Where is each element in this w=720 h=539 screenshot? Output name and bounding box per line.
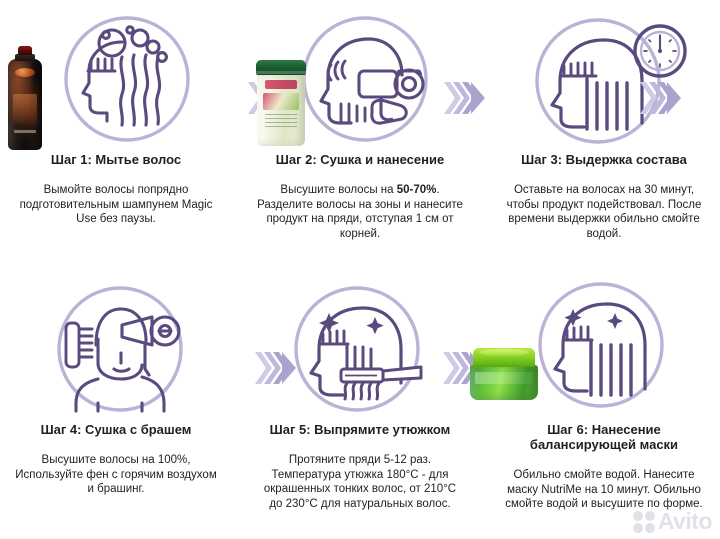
step-2-illustration [244, 8, 476, 150]
plain-text: . Разделите волосы на зоны и нанесите пр… [257, 184, 463, 240]
person-front-icon [74, 307, 166, 413]
bottle-cap [18, 46, 32, 55]
step-6-title-line-1: Шаг 6: Нанесение [547, 422, 661, 437]
bottle-logo [15, 68, 35, 77]
comb-teeth-icon [318, 329, 350, 346]
avito-watermark: Avito [632, 508, 713, 534]
step-card-4: Шаг 4: Сушка с брашем Высушите волосы на… [0, 278, 232, 497]
processing-time-icon [535, 18, 687, 144]
emphasis-text: 50-70% [396, 184, 437, 196]
flat-iron-tool-icon [339, 365, 423, 384]
straight-hair-icon [589, 339, 633, 397]
step-6-illustration [470, 278, 720, 420]
round-brush-icon [64, 321, 94, 369]
step-1-body: Вымойте волосы попрядно подготовительным… [19, 184, 213, 225]
step-2-body: Высушите волосы на 50-70%. Разделите вол… [256, 183, 464, 241]
mask-jar-lid-top [479, 349, 529, 356]
step-6-body: Обильно смойте водой. Нанесите маску Nut… [505, 469, 703, 510]
hairdryer-icon [120, 315, 181, 377]
circle-frame-icon [57, 286, 183, 412]
step-card-1: Шаг 1: Мытье волос Вымойте волосы попряд… [0, 8, 232, 227]
jar-label-lines [265, 114, 297, 128]
apply-mask-icon [538, 282, 664, 408]
steps-row-bottom: Шаг 4: Сушка с брашем Высушите волосы на… [0, 278, 720, 512]
step-card-5: Шаг 5: Выпрямите утюжком Протяните пряди… [244, 278, 476, 511]
step-3-title: Шаг 3: Выдержка состава [521, 152, 687, 167]
jar-brand-mark [265, 80, 297, 89]
wavy-hair-icon [119, 53, 162, 127]
circle-frame-icon [64, 16, 190, 142]
head-profile-icon [553, 302, 647, 393]
jar-lid [256, 60, 306, 75]
mask-jar-label [475, 372, 533, 384]
hand-icon [370, 98, 408, 125]
step-6-title-line-2: балансирующей маски [529, 437, 679, 452]
jar-lid-line [256, 71, 306, 74]
step-6-title: Шаг 6: Нанесение балансирующей маски [499, 422, 709, 452]
product-mask-jar [470, 348, 538, 400]
steps-row-top: Шаг 1: Мытье волос Вымойте волосы попряд… [0, 8, 720, 241]
head-profile-icon [319, 37, 404, 125]
clock-timer-icon [633, 24, 687, 78]
step-5-body: Протяните пряди 5-12 раз. Температура ут… [263, 454, 457, 510]
comb-teeth-icon [559, 61, 598, 78]
circle-frame-icon [294, 286, 420, 412]
avito-watermark-label: Avito [657, 508, 713, 534]
comb-teeth-icon [86, 57, 117, 73]
strand-top-icon [345, 343, 373, 371]
product-shampoo-bottle [8, 46, 42, 150]
head-profile-icon [309, 306, 403, 397]
step-4-title: Шаг 4: Сушка с брашем [40, 422, 192, 437]
flat-iron-icon-group [294, 286, 423, 412]
hair-strands-icon [326, 59, 367, 123]
step-3-illustration [488, 8, 720, 150]
step-3-body: Оставьте на волосах на 30 минут, чтобы п… [506, 184, 702, 240]
sparkle-icon [564, 309, 623, 329]
strand-bottom-icon [343, 381, 381, 401]
comb-teeth-icon [562, 325, 594, 342]
step-card-6: Шаг 6: Нанесение балансирующей маски Оби… [470, 278, 720, 512]
plain-text: Высушите волосы на [280, 184, 397, 196]
bubbles-icon [97, 25, 168, 63]
blowdry-brush-icon [57, 286, 183, 413]
circle-frame-icon [538, 282, 664, 408]
product-treatment-jar [256, 60, 306, 146]
circle-frame-icon [535, 18, 661, 144]
step-1-illustration [0, 8, 232, 150]
bottle-neck [15, 54, 35, 61]
bottle-label [13, 94, 37, 124]
step-2-title: Шаг 2: Сушка и нанесение [275, 152, 445, 167]
jar-label-block [263, 93, 299, 110]
straight-hair-icon [585, 77, 629, 131]
sparkle-icon [319, 313, 384, 335]
avito-dots-icon [632, 510, 655, 533]
step-5-illustration [244, 278, 476, 420]
step-5-title: Шаг 5: Выпрямите утюжком [269, 422, 451, 437]
step-1-title: Шаг 1: Мытье волос [50, 152, 182, 167]
step-4-body: Высушите волосы на 100%, Используйте фен… [15, 454, 217, 495]
dry-and-apply-icon [302, 16, 428, 142]
wash-hair-icon [64, 16, 190, 142]
step-card-2: Шаг 2: Сушка и нанесение Высушите волосы… [244, 8, 476, 241]
hairdryer-icon [357, 68, 425, 122]
step-4-illustration [0, 278, 232, 420]
bottle-text-line [14, 130, 36, 133]
step-card-3: Шаг 3: Выдержка состава Оставьте на воло… [488, 8, 720, 241]
